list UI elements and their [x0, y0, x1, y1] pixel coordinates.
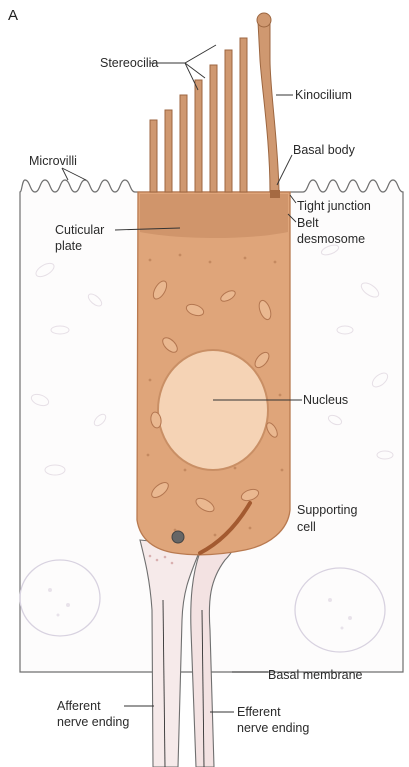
stereocilium-6 [225, 50, 232, 192]
kinocilium-tip [257, 13, 271, 27]
label-desmosome: desmosome [297, 232, 365, 246]
cuticular-plate [140, 194, 288, 238]
label-supporting: Supporting [297, 503, 358, 517]
label-belt: Belt [297, 216, 319, 230]
label-stereocilia: Stereocilia [100, 56, 158, 70]
kinocilium [258, 16, 279, 192]
label-basal-membrane: Basal membrane [268, 668, 363, 682]
label-nucleus: Nucleus [303, 393, 348, 407]
stereocilium-5 [210, 65, 217, 192]
label-tight-junction: Tight junction [297, 199, 371, 213]
stereocilium-2 [165, 110, 172, 192]
label-cuticular: Cuticular [55, 223, 104, 237]
stereocilium-1 [150, 120, 157, 192]
label-afferent: Afferent [57, 699, 101, 713]
label-cell: cell [297, 520, 316, 534]
label-microvilli: Microvilli [29, 154, 77, 168]
hair-bundle [150, 13, 280, 198]
hair-cell [137, 192, 290, 555]
panel-letter: A [8, 7, 18, 24]
label-basal-body: Basal body [293, 143, 356, 157]
label-efferent-nerve-ending: nerve ending [237, 721, 309, 735]
hair-cell-nucleus [158, 350, 268, 470]
stereocilium-4 [195, 80, 202, 192]
label-efferent: Efferent [237, 705, 281, 719]
label-plate: plate [55, 239, 82, 253]
label-kinocilium: Kinocilium [295, 88, 352, 102]
stereocilium-3 [180, 95, 187, 192]
basal-body [270, 190, 280, 198]
stereocilium-7 [240, 38, 247, 192]
label-afferent-nerve-ending: nerve ending [57, 715, 129, 729]
synaptic-body [172, 531, 184, 543]
